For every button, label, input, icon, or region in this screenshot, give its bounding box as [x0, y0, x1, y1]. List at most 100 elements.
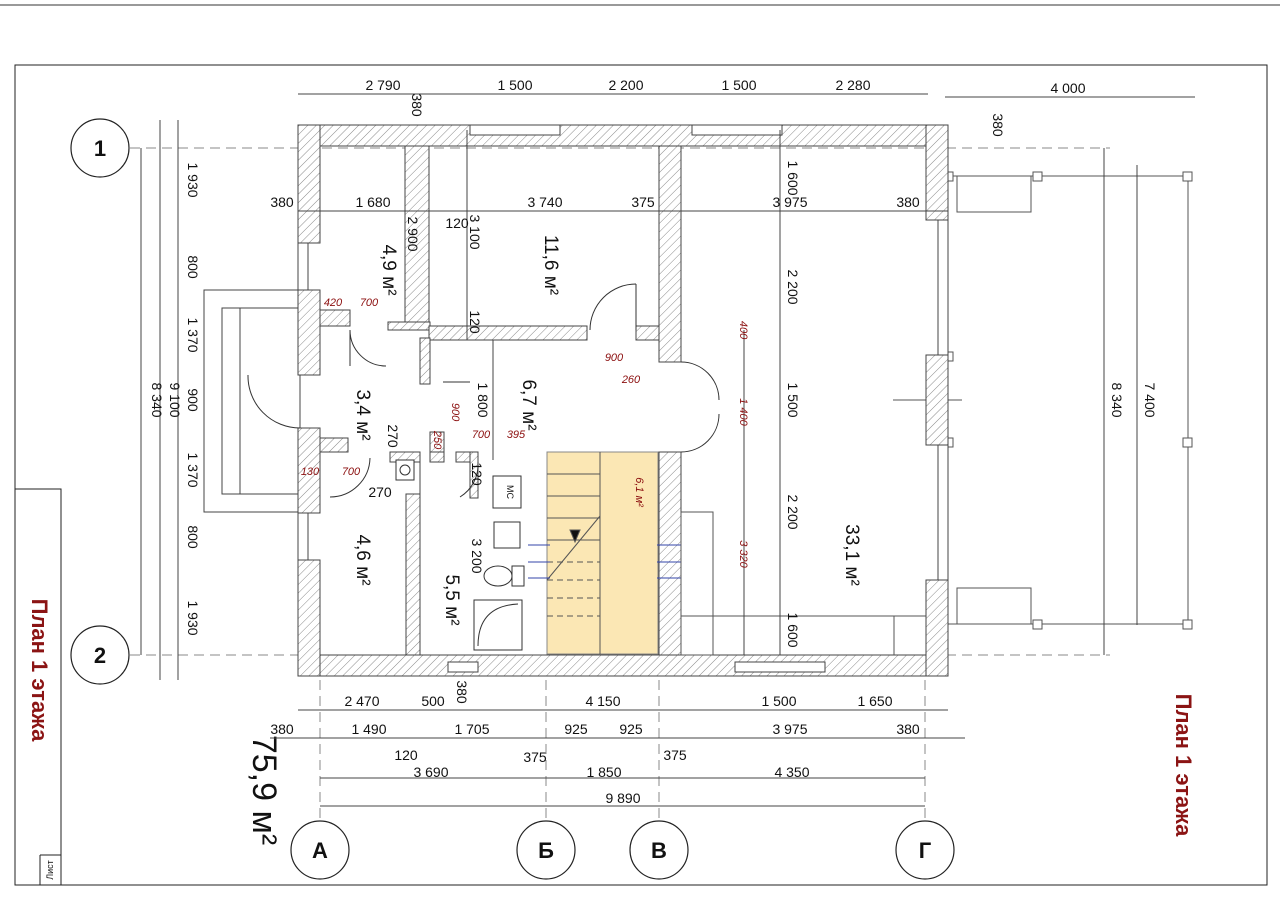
dim-bot1-3: 4 150 — [585, 693, 620, 709]
red-dim-11: 130 — [301, 466, 320, 478]
dim-misc-10: 270 — [385, 424, 401, 448]
dim-left-2: 800 — [185, 255, 201, 279]
axis-bubble-g: Г — [895, 820, 955, 880]
sheet-frame — [14, 64, 1268, 886]
dim-top-1: 2 790 — [365, 77, 400, 93]
stair-rails — [528, 544, 681, 579]
dim-bot-misc-3: 375 — [663, 747, 687, 763]
dim-misc-12: 3 200 — [469, 538, 485, 573]
room-area-4-6: 4,6 м² — [352, 534, 373, 585]
dim-left-1: 1 930 — [185, 162, 201, 197]
room-area-6-7: 6,7 м² — [518, 379, 539, 430]
dim-misc-2: 380 — [990, 113, 1006, 137]
axis-bubble-1: 1 — [70, 118, 130, 178]
dim-right-3: 1 500 — [785, 382, 801, 417]
dim-misc-4: 2 900 — [405, 216, 421, 251]
dim-left-5: 1 370 — [185, 452, 201, 487]
dim-left-4: 900 — [185, 388, 201, 412]
walls — [297, 124, 949, 677]
room-area-33-1: 33,1 м² — [841, 524, 862, 586]
dim-inner-2: 1 680 — [355, 194, 390, 210]
red-dim-3: 900 — [605, 352, 624, 364]
svg-text:Б: Б — [538, 838, 554, 863]
dim-bot3-1: 3 690 — [413, 764, 448, 780]
room-area-11-6: 11,6 м² — [540, 235, 561, 295]
dim-right-4: 2 200 — [785, 494, 801, 529]
dim-misc-11: 270 — [368, 484, 392, 500]
dim-left-total-outer: 8 340 — [149, 382, 165, 417]
red-dim-9: 700 — [472, 429, 491, 441]
dim-bot-misc-1: 120 — [394, 747, 418, 763]
dim-bot3-3: 4 350 — [774, 764, 809, 780]
dim-left-total-inner: 9 100 — [167, 382, 183, 417]
dim-inner-4: 375 — [631, 194, 655, 210]
dim-top-3: 2 200 — [608, 77, 643, 93]
dim-terrace-total: 7 400 — [1142, 382, 1158, 417]
dim-top-4: 1 500 — [721, 77, 756, 93]
dim-right-5: 1 600 — [785, 612, 801, 647]
dim-top-5: 2 280 — [835, 77, 870, 93]
red-dim-10: 395 — [507, 429, 526, 441]
dim-bot2-7: 380 — [896, 721, 920, 737]
dim-bot2-5: 925 — [619, 721, 643, 737]
dimension-lines — [140, 93, 1195, 807]
dim-misc-7: 120 — [467, 310, 483, 334]
dim-bot1-5: 1 650 — [857, 693, 892, 709]
dim-left-3: 1 370 — [185, 317, 201, 352]
dim-bot3-2: 1 850 — [586, 764, 621, 780]
axis-bubble-v: В — [629, 820, 689, 880]
red-dim-13: 3 320 — [737, 540, 749, 568]
stair-steps — [546, 452, 601, 654]
dim-bot2-4: 925 — [564, 721, 588, 737]
sheet-title-right: План 1 этажа — [1171, 694, 1196, 838]
dim-bot-misc-2: 375 — [523, 749, 547, 765]
svg-text:В: В — [651, 838, 667, 863]
axis-bubble-2: 2 — [70, 625, 130, 685]
room-area-5-5: 5,5 м² — [441, 574, 462, 625]
room-area-6-1: 6,1 м² — [633, 477, 645, 507]
dim-right-total: 8 340 — [1109, 382, 1125, 417]
dim-right-1: 1 600 — [785, 160, 801, 195]
dim-bot2-2: 1 490 — [351, 721, 386, 737]
dim-inner-3: 3 740 — [527, 194, 562, 210]
svg-text:2: 2 — [94, 643, 106, 668]
room-area-4-9: 4,9 м² — [378, 244, 399, 295]
total-area: 75,9 м² — [245, 735, 283, 845]
dim-bot1-2: 500 — [421, 693, 445, 709]
red-dim-2: 700 — [360, 297, 379, 309]
staircase-area — [546, 451, 659, 655]
dim-top-terrace: 4 000 — [1050, 80, 1085, 96]
red-dim-6: 1 400 — [737, 398, 749, 426]
dim-bot1-1: 2 470 — [344, 693, 379, 709]
living-furniture — [680, 511, 926, 656]
title-block-strip — [14, 488, 62, 886]
windows — [297, 124, 949, 673]
dim-right-2: 2 200 — [785, 269, 801, 304]
dim-inner-5: 3 975 — [772, 194, 807, 210]
svg-text:1: 1 — [94, 136, 106, 161]
dim-misc-5: 120 — [445, 215, 469, 231]
sheet-title-left: План 1 этажа — [27, 599, 52, 743]
room-area-3-4: 3,4 м² — [352, 389, 373, 440]
dim-misc-8: 1 800 — [475, 382, 491, 417]
dim-left-7: 1 930 — [185, 600, 201, 635]
red-dim-5: 400 — [737, 321, 749, 340]
dim-misc-9: 120 — [469, 462, 485, 486]
axis-bubble-a: А — [290, 820, 350, 880]
svg-text:А: А — [312, 838, 328, 863]
dim-bot2-6: 3 975 — [772, 721, 807, 737]
dim-bot2-3: 1 705 — [454, 721, 489, 737]
dim-top-2: 1 500 — [497, 77, 532, 93]
wc-label: МС — [505, 485, 515, 499]
red-dim-8: 250 — [431, 430, 443, 450]
dim-misc-6: 3 100 — [467, 214, 483, 249]
red-dim-12: 700 — [342, 466, 361, 478]
svg-text:Г: Г — [919, 838, 932, 863]
dim-left-6: 800 — [185, 525, 201, 549]
porch — [203, 289, 301, 513]
red-dim-1: 420 — [324, 297, 343, 309]
dim-inner-6: 380 — [896, 194, 920, 210]
bath-fixtures — [395, 459, 525, 651]
dim-bot1-4: 1 500 — [761, 693, 796, 709]
